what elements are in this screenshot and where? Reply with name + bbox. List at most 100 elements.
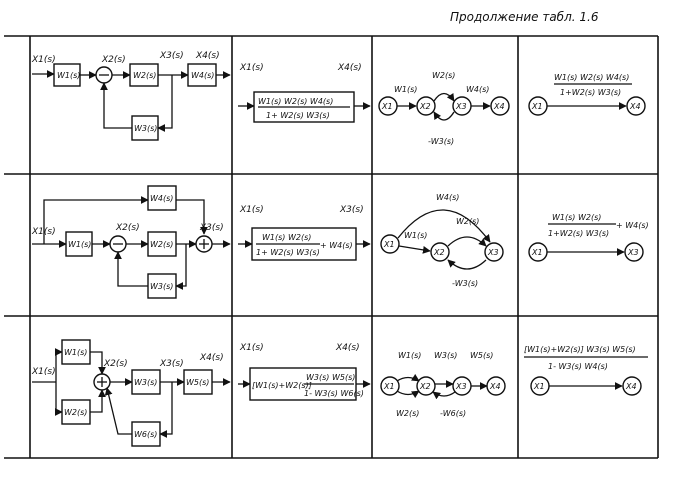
result-node-output	[622, 376, 642, 396]
block-w1-label: W1(s)	[68, 240, 91, 249]
graph-node-x3-label: X3	[455, 382, 467, 391]
graph-edge-w1-label: W1(s)	[394, 85, 417, 94]
equiv-output-label: X3(s)	[339, 205, 364, 215]
block-w2-label: W2(s)	[133, 71, 156, 80]
block-w1-label: W1(s)	[64, 348, 87, 357]
graph-node-x3-label: X3	[455, 102, 467, 111]
graph-node-x2-label: X2	[433, 248, 445, 257]
equiv-numerator: W1(s) W2(s)	[262, 233, 311, 242]
block-w4-label: W4(s)	[191, 71, 214, 80]
equiv-denominator: 1- W3(s) W6(s)	[304, 389, 364, 398]
graph-node-x1-label: X1	[383, 382, 395, 391]
signal-x1-label: X1(s)	[31, 55, 56, 65]
graph-edge-w6-label: -W6(s)	[440, 409, 466, 418]
block-w2	[147, 231, 177, 257]
graph-edge-w2-label: W2(s)	[432, 71, 455, 80]
graph-edge-w3-label: -W3(s)	[428, 137, 454, 146]
result-output-label: X3	[627, 248, 639, 257]
graph-node-x3-label: X3	[487, 248, 499, 257]
graph-node-x1-label: X1	[383, 240, 395, 249]
row-1-equivalent: X1(s) X4(s) W1(s) W2(s) W4(s) 1+ W2(s) W…	[238, 63, 371, 123]
equiv-denominator: 1+ W2(s) W3(s)	[266, 111, 330, 120]
equiv-plus-term: + W4(s)	[320, 241, 353, 250]
graph-node-x1	[380, 376, 400, 396]
graph-edge-w4-label: W4(s)	[466, 85, 489, 94]
graph-node-x2-label: X2	[419, 382, 431, 391]
graph-edge-w2-label: W2(s)	[396, 409, 419, 418]
graph-node-x4	[490, 96, 510, 116]
result-output-label: X4	[625, 382, 637, 391]
row-2-block-diagram: X1(s) W4(s) W1(s) X2(s) W2(s) X3(s) W3(s…	[31, 185, 231, 299]
graph-node-x4-label: X4	[493, 102, 505, 111]
graph-edge-w3-label: W3(s)	[434, 351, 457, 360]
signal-x3-label: X3(s)	[159, 51, 184, 61]
result-numerator: W1(s) W2(s) W4(s)	[554, 73, 629, 82]
result-input-label: X1	[533, 382, 545, 391]
row-1: W1(s) X1(s) X2(s) W2(s) X3(s) W4(s) X4(s…	[31, 51, 646, 146]
block-w1-label: W1(s)	[57, 71, 80, 80]
graph-node-x1	[380, 234, 400, 254]
block-w3-label: W3(s)	[134, 378, 157, 387]
result-denominator: 1+W2(s) W3(s)	[560, 88, 621, 97]
block-w3	[147, 273, 177, 299]
block-w4	[147, 185, 177, 211]
result-denominator: 1- W3(s) W4(s)	[548, 362, 608, 371]
signal-x2-label: X2(s)	[101, 55, 126, 65]
result-numerator: [W1(s)+W2(s)] W3(s) W5(s)	[524, 345, 636, 354]
row-2-signal-graph: X1 X2 X3 W4(s) W2(s) W1(s) -W3(s)	[380, 193, 504, 288]
row-1-block-diagram: W1(s) X1(s) X2(s) W2(s) X3(s) W4(s) X4(s…	[31, 51, 231, 141]
block-w6-label: W6(s)	[134, 430, 157, 439]
signal-x1-label: X1(s)	[31, 227, 56, 237]
row-1-result: X1 X4 W1(s) W2(s) W4(s) 1+W2(s) W3(s)	[528, 73, 646, 116]
equiv-input-label: X1(s)	[239, 343, 264, 353]
graph-edge-w2-label: W2(s)	[456, 217, 479, 226]
equiv-output-label: X4(s)	[337, 63, 362, 73]
block-w5-label: W5(s)	[186, 378, 209, 387]
signal-x2-label: X2(s)	[115, 223, 140, 233]
block-w3	[131, 115, 159, 141]
graph-node-x3	[484, 242, 504, 262]
signal-x4-label: X4(s)	[199, 353, 224, 363]
row-3: X1(s) W1(s) W2(s) X2(s) W3(s) X3(s) W5(s…	[31, 339, 648, 447]
equiv-denominator: 1+ W2(s) W3(s)	[256, 248, 320, 257]
result-numerator: W1(s) W2(s)	[552, 213, 601, 222]
block-w2-label: W2(s)	[64, 408, 87, 417]
graph-node-x2-label: X2	[419, 102, 431, 111]
result-plus-term: + W4(s)	[616, 221, 649, 230]
signal-x2-label: X2(s)	[103, 359, 128, 369]
equiv-numerator: W3(s) W5(s)	[306, 373, 355, 382]
row-3-signal-graph: X1 X2 X3 X4 W1(s) W3(s) W5(s) W2(s) -W6(…	[380, 351, 506, 418]
equiv-left-factor: [W1(s)+W2(s)]	[252, 381, 312, 390]
row-2-equivalent: X1(s) X3(s) W1(s) W2(s) 1+ W2(s) W3(s) +…	[238, 205, 371, 261]
row-1-signal-graph: X1 X2 X3 X4 W1(s) W2(s) W4(s) -W3(s)	[378, 71, 510, 146]
result-input-label: X1	[531, 248, 543, 257]
graph-node-x2	[430, 242, 450, 262]
block-w3-label: W3(s)	[150, 282, 173, 291]
result-output-label: X4	[629, 102, 641, 111]
graph-node-x2	[416, 96, 436, 116]
result-denominator: 1+W2(s) W3(s)	[548, 229, 609, 238]
row-3-result: X1 X4 [W1(s)+W2(s)] W3(s) W5(s) 1- W3(s)…	[524, 345, 648, 396]
graph-edge-w3-label: -W3(s)	[452, 279, 478, 288]
row-2: X1(s) W4(s) W1(s) X2(s) W2(s) X3(s) W3(s…	[31, 185, 649, 299]
result-input-label: X1	[531, 102, 543, 111]
graph-node-x1-label: X1	[381, 102, 393, 111]
signal-x1-label: X1(s)	[31, 367, 56, 377]
row-3-equivalent: X1(s) X4(s) [W1(s)+W2(s)] W3(s) W5(s) 1-…	[238, 343, 371, 401]
graph-edge-w5-label: W5(s)	[470, 351, 493, 360]
signal-x4-label: X4(s)	[195, 51, 220, 61]
equiv-input-label: X1(s)	[239, 205, 264, 215]
graph-edge-w4-label: W4(s)	[436, 193, 459, 202]
equiv-input-label: X1(s)	[239, 63, 264, 73]
equiv-numerator: W1(s) W2(s) W4(s)	[258, 97, 333, 106]
graph-edge-w1-label: W1(s)	[398, 351, 421, 360]
block-w4-label: W4(s)	[150, 194, 173, 203]
result-node-output	[624, 242, 644, 262]
signal-x3-label: X3(s)	[199, 223, 224, 233]
block-w2-label: W2(s)	[150, 240, 173, 249]
signal-x3-label: X3(s)	[159, 359, 184, 369]
equiv-output-label: X4(s)	[335, 343, 360, 353]
row-3-block-diagram: X1(s) W1(s) W2(s) X2(s) W3(s) X3(s) W5(s…	[31, 339, 231, 447]
result-node-output	[626, 96, 646, 116]
graph-node-x4-label: X4	[489, 382, 501, 391]
